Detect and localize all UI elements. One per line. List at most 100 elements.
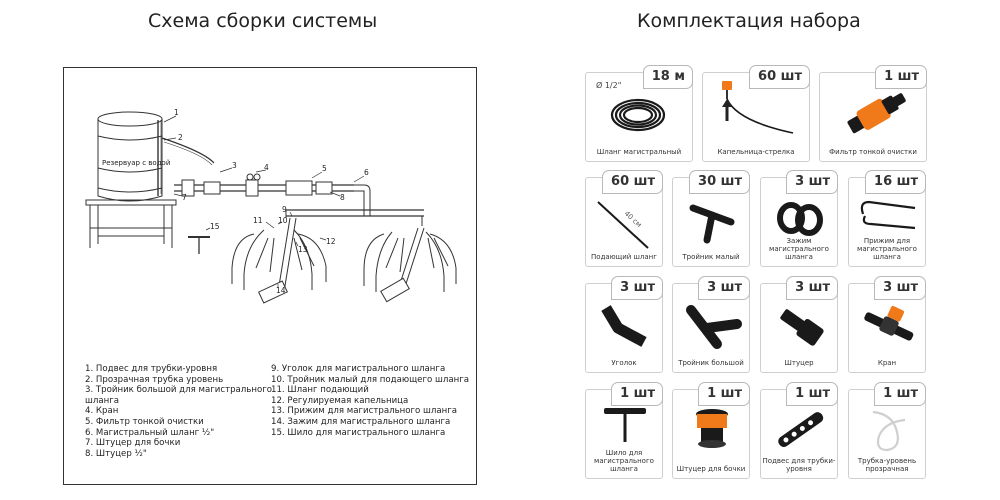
barrel-fitting-icon [696,409,728,448]
legend-item: 10. Тройник малый для подающего шланга [271,374,469,385]
assembly-diagram: Резервуар с водой 1 2 3 4 5 6 7 8 9 10 1… [85,108,457,304]
kit-card-main-hose: 18 м Ø 1/2" Шланг магистральный [585,65,693,162]
hose-coil-icon [610,98,666,132]
kit-card-valve: 3 шт Кран [848,276,926,373]
callout-13: 13 [298,245,308,254]
kit-caption: Уголок [611,359,637,367]
kit-card-drip-arrow: 60 шт Капельница-стрелка [702,65,810,162]
drip-branch-right-drawing [363,216,457,303]
qty-badge: 18 м [642,65,693,89]
qty-badge: 60 шт [602,170,663,194]
legend-item: 15. Шило для магистрального шланга [271,427,446,438]
legend-item: 1. Подвес для трубки-уровня [85,364,218,374]
legend-item: 2. Прозрачная трубка уровень [85,374,224,385]
kit-caption: Трубка-уровень прозрачная [857,457,917,473]
kit-caption: Зажим магистрального шланга [769,237,829,261]
u-stake-icon [860,200,916,230]
callout-14: 14 [276,286,286,295]
qty-badge: 3 шт [698,276,750,300]
qty-badge: 1 шт [611,382,663,406]
length-label: 40 см [623,210,643,230]
legend-item: 3. Тройник большой для магистрального [85,385,273,396]
legend-item: 4. Кран [85,406,119,417]
valve-icon [864,305,914,341]
hose-diameter-label: Ø 1/2" [596,81,622,90]
legend-item: шланга [85,395,120,406]
callout-1: 1 [174,108,179,117]
callout-5: 5 [322,164,327,173]
legend-item: 13. Прижим для магистрального шланга [271,406,458,417]
qty-badge: 1 шт [875,65,927,89]
kit-caption: Прижим для магистрального шланга [857,237,917,261]
filter-icon [847,93,906,134]
callout-leaders [163,115,365,288]
assembly-diagram-panel: Резервуар с водой 1 2 3 4 5 6 7 8 9 10 1… [63,67,477,485]
callout-8: 8 [340,193,345,202]
legend-right: 9. Уголок для магистрального шланга 10. … [271,364,469,438]
drip-branch-left-drawing [231,210,327,304]
callout-11: 11 [253,216,263,225]
qty-badge: 16 шт [865,170,926,194]
legend-item: 9. Уголок для магистрального шланга [271,364,446,374]
kit-caption: Тройник малый [682,253,740,261]
kit-caption: Подающий шланг [591,253,657,261]
legend-left: 1. Подвес для трубки-уровня 2. Прозрачна… [85,364,272,459]
legend-item: 11. Шланг подающий [271,385,369,396]
legend-item: 6. Магистральный шланг ½" [85,427,215,438]
callout-7: 7 [182,193,187,202]
kit-card-clamp: 3 шт Зажим магистрального шланга [760,170,838,267]
clamp-icon [777,202,823,236]
tank-drawing [97,111,163,202]
kit-title: Комплектация набора [637,10,861,32]
kit-card-fitting: 3 шт Штуцер [760,276,838,373]
legend-item: 8. Штуцер ½" [85,448,147,459]
kit-caption: Шило для магистрального шланга [594,449,654,473]
scheme-title: Схема сборки системы [148,10,378,32]
elbow-icon [601,305,647,347]
legend-item: 5. Фильтр тонкой очистки [85,416,204,427]
qty-badge: 30 шт [689,170,750,194]
callout-3: 3 [232,161,237,170]
tank-label: Резервуар с водой [102,159,170,167]
qty-badge: 3 шт [786,276,838,300]
kit-caption: Шланг магистральный [596,148,682,156]
kit-caption: Штуцер [784,359,814,367]
qty-badge: 3 шт [786,170,838,194]
callout-10: 10 [278,216,288,225]
main-hose-drawing [174,173,424,217]
feed-hose-icon: 40 см [597,201,649,249]
kit-caption: Кран [877,359,897,367]
kit-card-awl: 1 шт Шило для магистрального шланга [585,382,663,479]
kit-caption: Штуцер для бочки [676,465,746,473]
kit-card-small-tee: 30 шт Тройник малый [672,170,750,267]
qty-badge: 3 шт [874,276,926,300]
kit-caption: Подвес для трубки-уровня [762,457,836,473]
hanger-icon [778,412,824,448]
kit-caption: Фильтр тонкой очистки [829,148,917,156]
qty-badge: 1 шт [786,382,838,406]
drip-arrow-icon [722,81,794,134]
callout-15: 15 [210,222,220,231]
legend-item: 12. Регулируемая капельница [271,395,409,406]
qty-badge: 60 шт [749,65,810,89]
kit-card-clear-tube: 1 шт Трубка-уровень прозрачная [848,382,926,479]
kit-card-feed-hose: 60 шт 40 см Подающий шланг [585,170,663,267]
kit-card-elbow: 3 шт Уголок [585,276,663,373]
callout-4: 4 [264,163,269,172]
kit-card-filter: 1 шт Фильтр тонкой очистки [819,65,927,162]
legend-item: 7. Штуцер для бочки [85,438,181,449]
callout-6: 6 [364,168,369,177]
kit-card-u-stake: 16 шт Прижим для магистрального шланга [848,170,926,267]
fitting-icon [780,309,824,346]
awl-icon [604,408,646,442]
awl-drawing [188,236,210,254]
small-tee-icon [689,204,735,244]
qty-badge: 1 шт [698,382,750,406]
kit-card-large-tee: 3 шт Тройник большой [672,276,750,373]
kit-card-barrel-fitting: 1 шт Штуцер для бочки [672,382,750,479]
legend-item: 14. Зажим для магистрального шланга [271,416,451,427]
kit-caption: Капельница-стрелка [717,148,795,156]
qty-badge: 1 шт [874,382,926,406]
callout-9: 9 [282,205,287,214]
qty-badge: 3 шт [611,276,663,300]
